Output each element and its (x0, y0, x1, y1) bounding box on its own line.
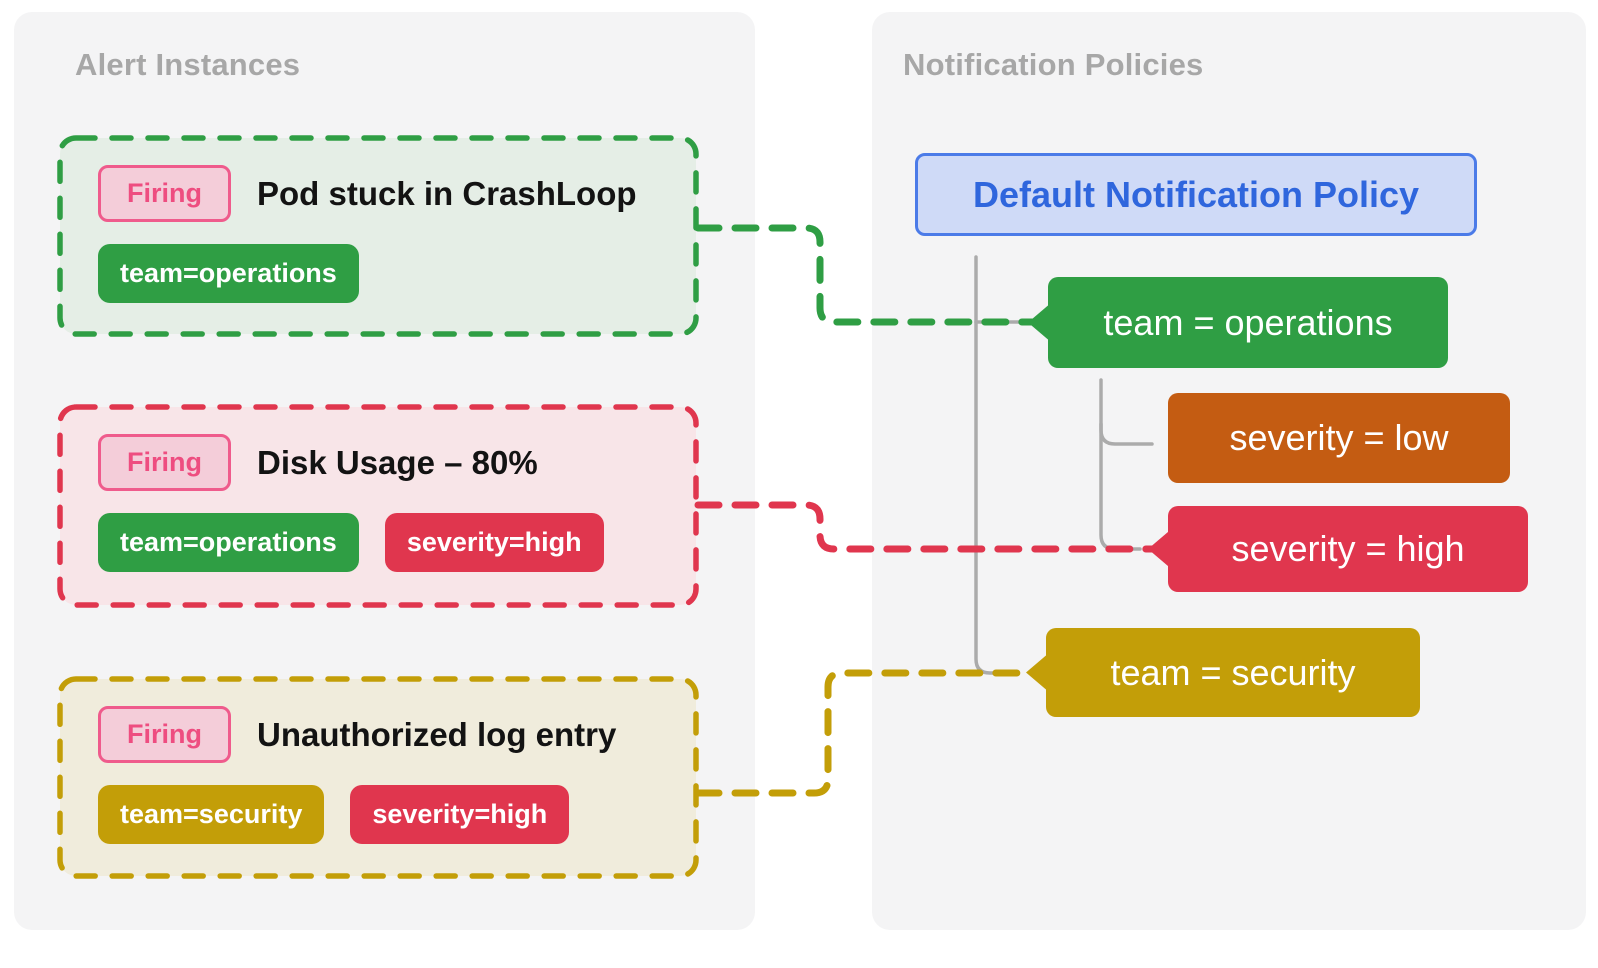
label-chip-team-security: team=security (98, 785, 325, 844)
label-chip-team-operations: team=operations (98, 513, 359, 572)
matcher-tag-severity-high: severity = high (1168, 506, 1528, 592)
matcher-tag-team-security: team = security (1046, 628, 1420, 717)
alert-card-header: Firing Pod stuck in CrashLoop (98, 165, 696, 222)
alert-title: Unauthorized log entry (257, 715, 617, 753)
alert-card-header: Firing Disk Usage – 80% (98, 434, 696, 491)
alert-card-disk-usage: Firing Disk Usage – 80% team=operations … (60, 407, 696, 605)
matcher-tag-severity-low: severity = low (1168, 393, 1510, 483)
alert-card-crashloop: Firing Pod stuck in CrashLoop team=opera… (60, 138, 696, 334)
alert-label-row: team=operations (98, 244, 696, 303)
label-chip-severity-high: severity=high (384, 513, 604, 572)
label-chip-severity-high: severity=high (350, 785, 570, 844)
default-notification-policy-node: Default Notification Policy (915, 153, 1477, 236)
alert-instances-title: Alert Instances (75, 47, 301, 82)
label-chip-team-operations: team=operations (98, 244, 359, 303)
alert-card-unauthorized-log: Firing Unauthorized log entry team=secur… (60, 679, 696, 876)
firing-status-badge: Firing (98, 165, 231, 222)
firing-status-badge: Firing (98, 706, 231, 763)
alert-label-row: team=security severity=high (98, 785, 696, 844)
firing-status-badge: Firing (98, 434, 231, 491)
matcher-tag-team-operations: team = operations (1048, 277, 1448, 368)
notification-policies-title: Notification Policies (903, 47, 1204, 82)
alert-title: Disk Usage – 80% (257, 443, 538, 481)
alert-title: Pod stuck in CrashLoop (257, 174, 637, 212)
alert-label-row: team=operations severity=high (98, 513, 696, 572)
alert-card-header: Firing Unauthorized log entry (98, 706, 696, 763)
